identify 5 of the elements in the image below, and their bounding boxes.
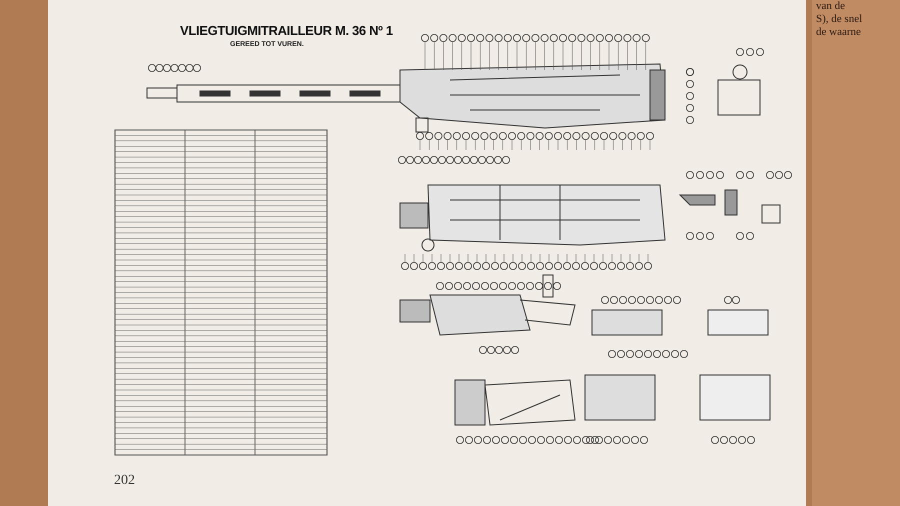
facing-page-text: van de (816, 0, 846, 13)
facing-page-text: de waarne (816, 26, 862, 39)
title: VLIEGTUIGMITRAILLEUR M. 36 Nº 1 (180, 22, 393, 40)
facing-page-text: S), de snel (816, 13, 862, 26)
page-number: 202 (114, 472, 135, 490)
